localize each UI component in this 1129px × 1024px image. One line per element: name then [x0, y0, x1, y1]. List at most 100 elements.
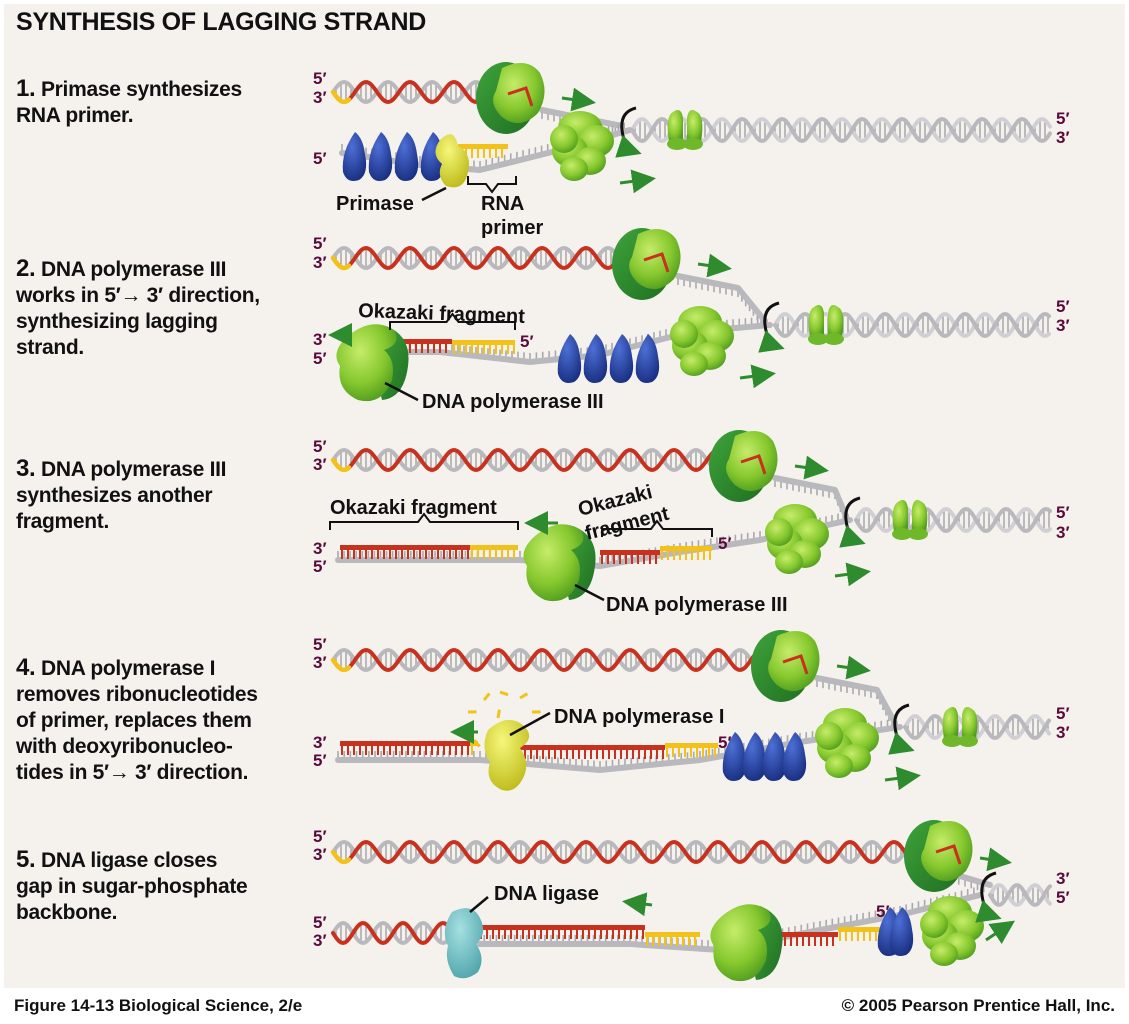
dna-polymerase-iii	[476, 62, 545, 134]
dna-polymerase-iii	[751, 630, 820, 702]
helicase	[550, 111, 614, 181]
fragment-5prime-label: 5′	[876, 902, 890, 921]
topoisomerase-base	[667, 138, 687, 150]
step-line: fragment.	[16, 510, 109, 533]
dna-backbone-strand	[675, 273, 768, 324]
end-label-3prime: 3′	[1056, 723, 1070, 742]
okazaki-fragment-dna	[600, 550, 660, 564]
end-label-3prime: 3′	[1056, 523, 1070, 542]
step-line: synthesizing lagging	[16, 310, 218, 333]
new-strand-backbone	[340, 545, 470, 550]
new-strand-inside	[643, 252, 670, 273]
dna-backbone-strand	[331, 246, 629, 270]
rotation-arrow-icon	[758, 301, 785, 353]
end-label-5prime: 5′	[313, 437, 327, 456]
dna-backbone-strand	[854, 506, 1052, 534]
dna-backbone-strand	[331, 648, 769, 672]
new-strand-backbone	[340, 741, 470, 746]
ssb-protein	[394, 132, 419, 181]
step-line: DNA polymerase I	[40, 657, 216, 680]
polymerase-body	[710, 904, 771, 982]
new-strand-inside	[935, 844, 962, 865]
single-strand-binding-proteins	[722, 732, 807, 781]
okazaki-fragment-label: Okazaki fragment	[330, 497, 497, 519]
okazaki-fragment-dna	[340, 741, 470, 755]
rotation-arrow-icon	[888, 703, 915, 755]
new-strand-backbone	[660, 546, 712, 551]
new-strand-backbone	[600, 550, 660, 555]
end-label-3prime: 3′	[313, 88, 327, 107]
helicase-subunit	[680, 352, 708, 376]
dna-ligase	[444, 908, 484, 979]
leading-strand-helix	[330, 840, 921, 865]
topoisomerase-subunit	[942, 707, 958, 739]
dna-polymerase-iii-label: DNA polymerase III	[422, 391, 604, 413]
rna-primer-label: primer	[481, 217, 543, 239]
okazaki-fragment-label: Okazaki fragment	[358, 300, 526, 328]
helicase-subunit	[670, 320, 698, 348]
step-line: with deoxyribonucleo-	[16, 735, 233, 758]
ssb-protein	[635, 334, 660, 383]
end-label-5prime: 5′	[313, 234, 327, 253]
direction-arrow-icon	[622, 892, 653, 917]
ssb-protein	[609, 334, 634, 383]
end-label-5prime: 5′	[313, 557, 327, 576]
new-strand-backbone	[360, 339, 452, 344]
leading-strand-helix	[330, 648, 769, 673]
helicase-subunit	[815, 722, 843, 750]
end-label-5prime: 5′	[313, 349, 327, 368]
step-line: backbone.	[16, 901, 118, 924]
step-line: DNA polymerase III	[40, 258, 227, 281]
step-line: DNA polymerase III	[40, 458, 227, 481]
released-ribonucleotide	[519, 692, 529, 700]
joined-lagging-helix	[331, 920, 461, 946]
end-label-5prime: 5′	[313, 827, 327, 846]
step-line: synthesizes another	[16, 484, 213, 507]
released-ribonucleotide	[482, 692, 491, 701]
polymerase-body	[523, 524, 584, 602]
step-4-description: 4. DNA polymerase I removes ribonucleoti…	[16, 655, 316, 786]
dna-polymerase-iii	[612, 228, 681, 300]
dna-ligase-label: DNA ligase	[494, 883, 599, 905]
bracket	[329, 512, 519, 530]
end-label-5prime: 5′	[1056, 109, 1070, 128]
new-strand-inside	[507, 86, 534, 107]
leader-line	[384, 381, 419, 402]
dna-backbone-strand	[772, 475, 849, 519]
topoisomerase-subunit	[892, 500, 908, 532]
new-strand-inside	[740, 454, 767, 475]
dna-backbone-strand	[630, 116, 1052, 144]
polymerase-body	[629, 229, 681, 290]
bracket	[601, 519, 713, 537]
end-label-3prime: 3′	[313, 455, 327, 474]
step-line: of primer, replaces them	[16, 709, 252, 732]
dna-backbone-strand	[331, 246, 629, 270]
rotation-arrow-icon	[615, 106, 642, 158]
helicase-subunit	[920, 910, 948, 938]
topoisomerase	[892, 500, 928, 540]
rna-primer	[470, 741, 478, 755]
leading-strand-helix	[330, 448, 727, 473]
okazaki-fragment-dna	[340, 545, 470, 559]
helicase-subunit	[560, 157, 588, 181]
ssb-protein	[583, 334, 608, 383]
step-1-description: 1. Primase synthesizes RNA primer.	[16, 76, 316, 129]
primase-label: Primase	[336, 193, 414, 215]
end-label-5prime: 5′	[1056, 297, 1070, 316]
leading-template-strand	[675, 273, 768, 326]
direction-arrow-icon	[794, 455, 829, 480]
topoisomerase-base	[683, 138, 703, 150]
rna-primer-label: RNA	[481, 193, 524, 215]
direction-arrow-icon	[979, 847, 1012, 872]
helicase	[920, 896, 984, 966]
rna-primer	[660, 546, 712, 560]
topoisomerase-base	[808, 333, 828, 345]
topoisomerase-subunit	[912, 500, 928, 532]
step-number: 1.	[16, 75, 36, 102]
step-line: tides in 5′→ 3′ direction.	[16, 761, 249, 784]
rna-primer	[470, 545, 518, 559]
end-label-3prime: 3′	[1056, 869, 1070, 888]
rna-primer	[838, 927, 880, 941]
end-label-3prime: 3′	[1056, 316, 1070, 335]
